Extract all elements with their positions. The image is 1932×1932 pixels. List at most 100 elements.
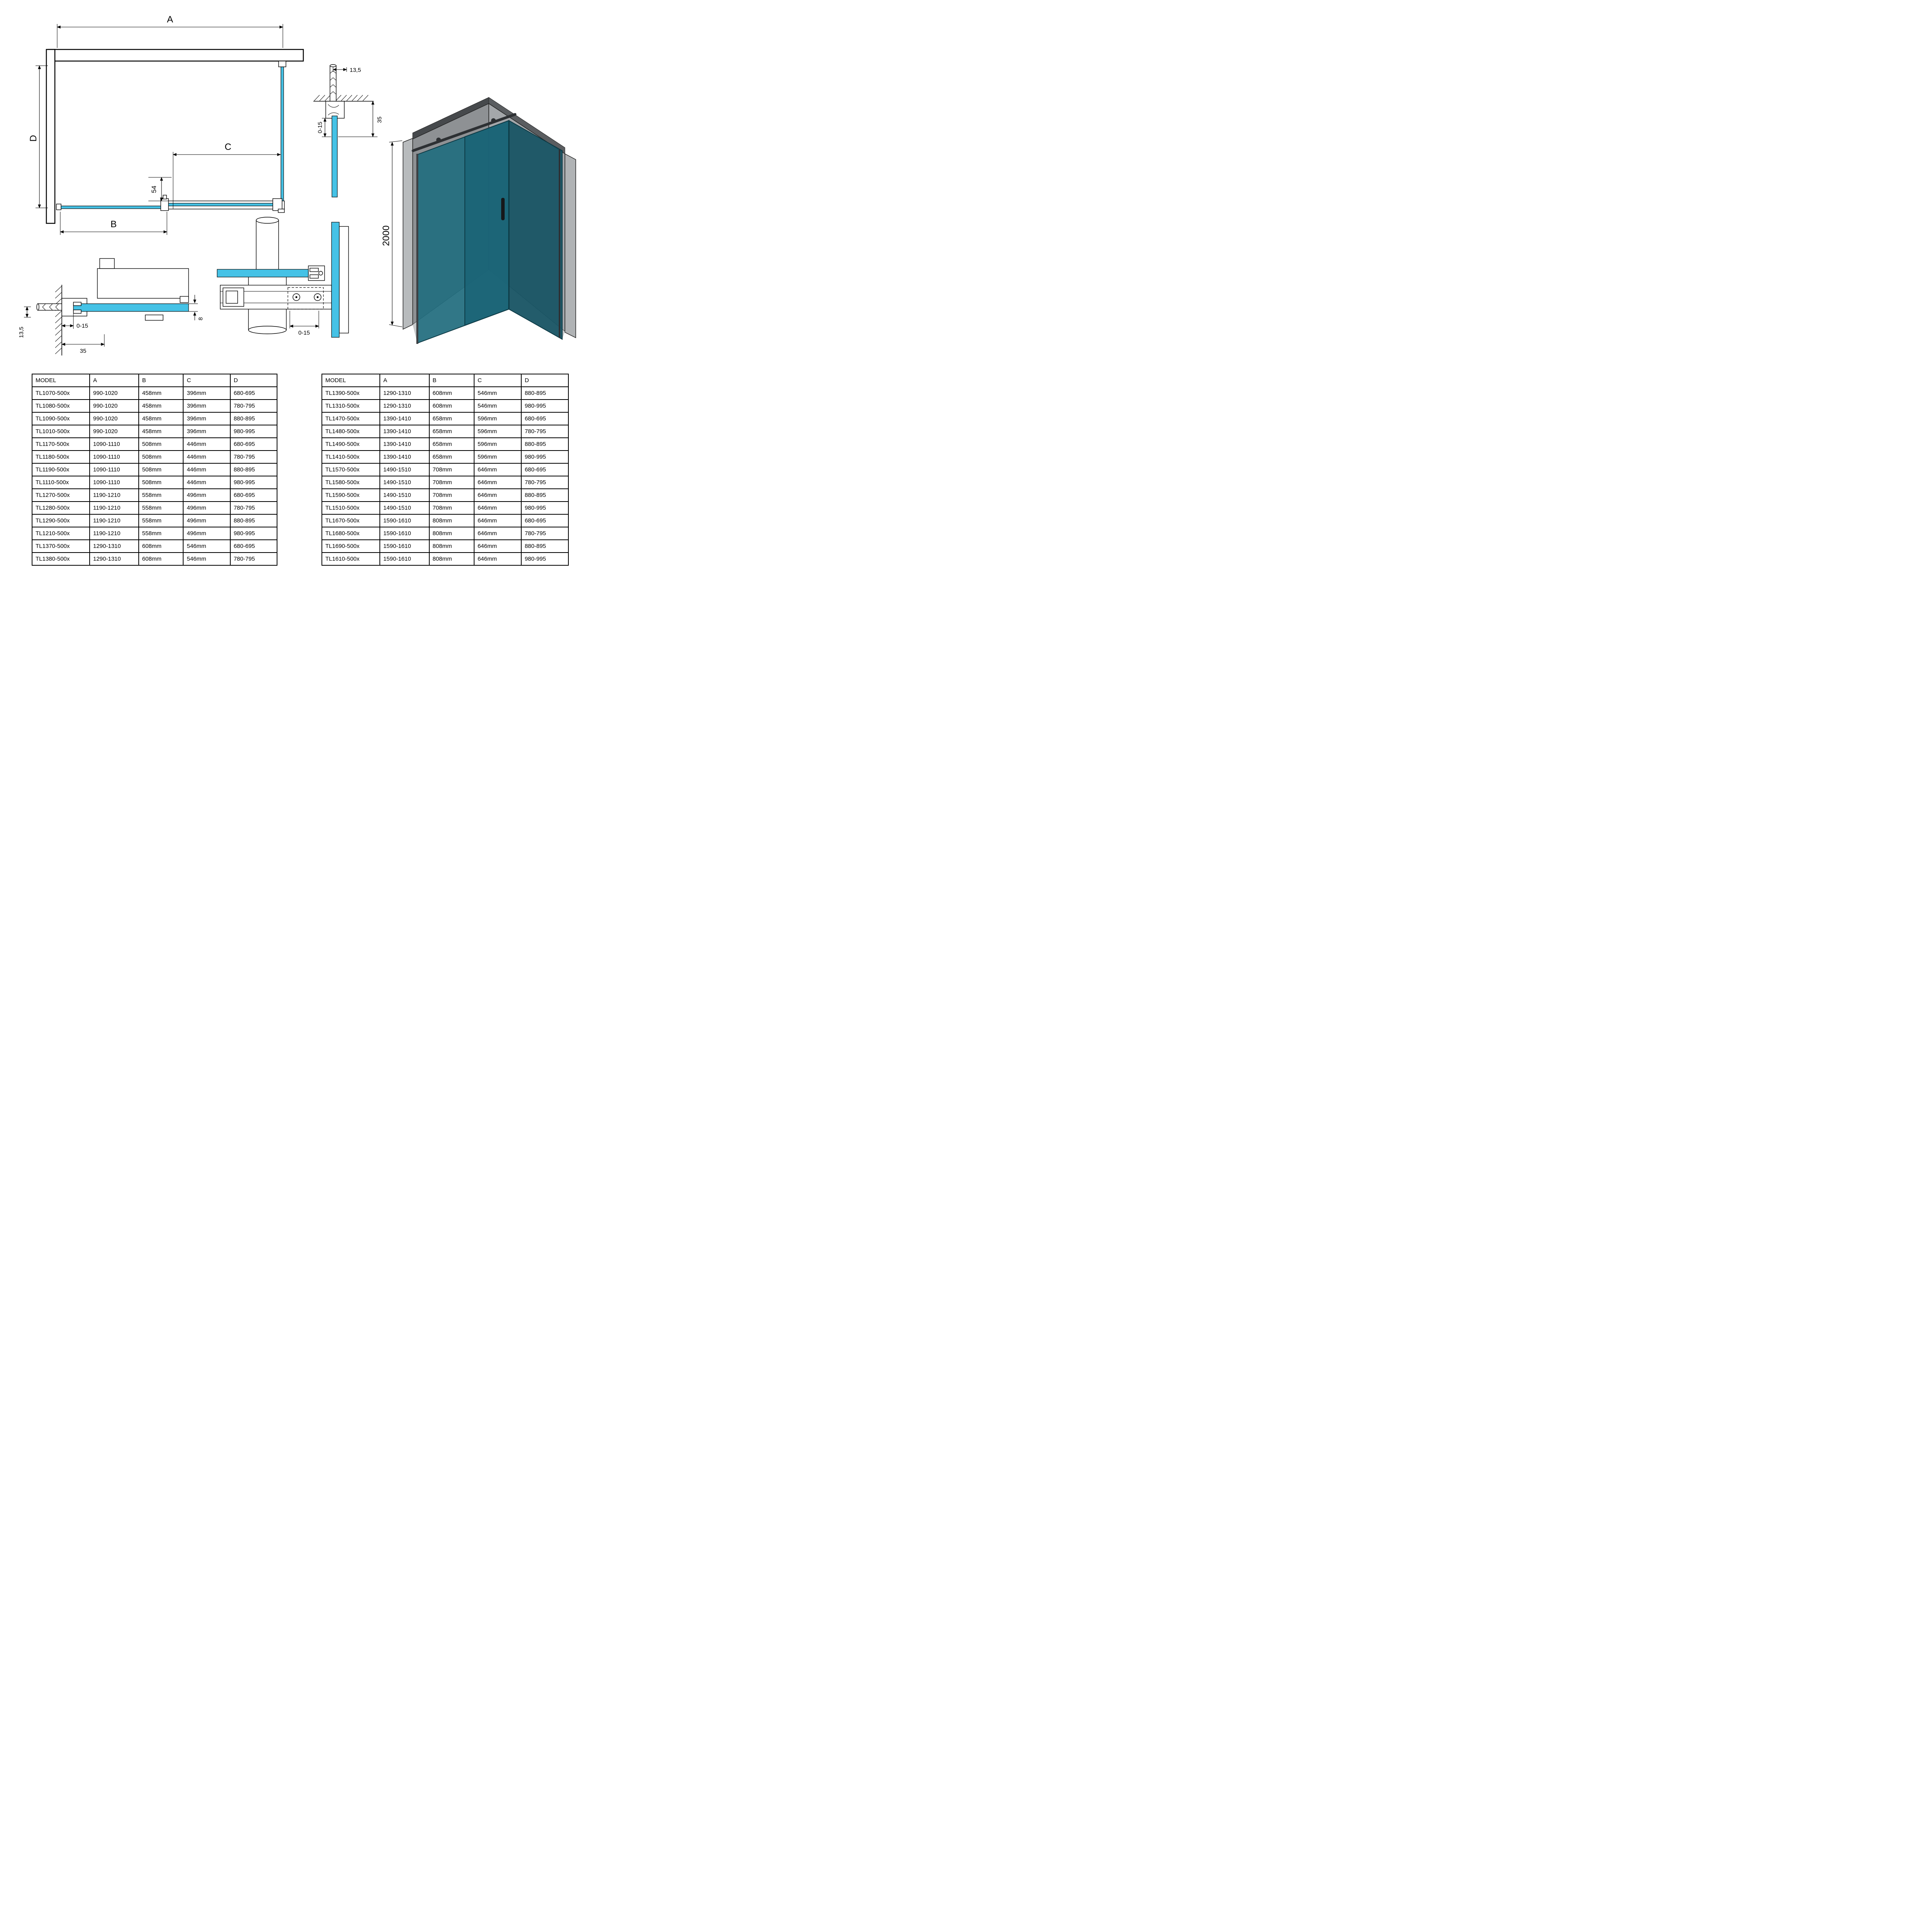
table-cell: 1090-1110 <box>89 437 139 451</box>
table-cell: TL1180-500x <box>32 450 90 464</box>
dim-2000-label: 2000 <box>381 225 391 246</box>
column-header: MODEL <box>321 374 380 387</box>
table-cell: TL1510-500x <box>321 501 380 515</box>
column-header: D <box>520 374 569 387</box>
wall-plug <box>330 64 337 102</box>
table-cell: 880-895 <box>520 386 569 400</box>
table-cell: 1290-1310 <box>89 552 139 566</box>
table-cell: 1090-1110 <box>89 463 139 476</box>
table-cell: 1190-1210 <box>89 501 139 515</box>
table-cell: 680-695 <box>520 514 569 527</box>
glass-holder-bracket <box>97 258 189 321</box>
table-cell: 658mm <box>429 412 474 425</box>
table-cell: 708mm <box>429 476 474 489</box>
table-cell: 780-795 <box>230 399 278 413</box>
table-cell: TL1110-500x <box>32 476 90 489</box>
table-cell: 396mm <box>183 386 231 400</box>
table-cell: 1290-1310 <box>379 399 430 413</box>
side-glass-panel <box>509 120 563 340</box>
top-rail <box>412 113 517 152</box>
table-cell: 396mm <box>183 425 231 438</box>
table-cell: TL1610-500x <box>321 552 380 566</box>
table-cell: 1090-1110 <box>89 450 139 464</box>
table-cell: TL1680-500x <box>321 527 380 540</box>
table-cell: 980-995 <box>520 450 569 464</box>
table-cell: 596mm <box>473 425 522 438</box>
table-cell: TL1190-500x <box>32 463 90 476</box>
table-cell: TL1570-500x <box>321 463 380 476</box>
table-cell: TL1490-500x <box>321 437 380 451</box>
table-cell: 558mm <box>138 527 184 540</box>
table-cell: TL1170-500x <box>32 437 90 451</box>
dim-a-label: A <box>167 14 173 25</box>
dimension-0-15: 0-15 <box>289 311 319 336</box>
isometric-view-drawing: 2000 <box>381 97 576 344</box>
table-cell: 1490-1510 <box>379 488 430 502</box>
table-cell: 608mm <box>138 552 184 566</box>
table-cell: 680-695 <box>230 539 278 553</box>
dim-d-label: D <box>28 135 39 141</box>
column-header: MODEL <box>32 374 90 387</box>
dimension-8: 8 <box>189 295 204 320</box>
table-cell: 808mm <box>429 514 474 527</box>
table-cell: 558mm <box>138 514 184 527</box>
table-cell: 458mm <box>138 412 184 425</box>
table-cell: 780-795 <box>230 450 278 464</box>
dimension-d: D <box>28 65 48 208</box>
table-cell: 990-1020 <box>89 399 139 413</box>
table-cell: 646mm <box>473 488 522 502</box>
table-cell: 596mm <box>473 412 522 425</box>
dim-0-15-label: 0-15 <box>77 323 88 329</box>
table-cell: TL1410-500x <box>321 450 380 464</box>
table-cell: 546mm <box>473 399 522 413</box>
dim-b-label: B <box>111 219 117 230</box>
table-cell: 646mm <box>473 514 522 527</box>
table-cell: TL1390-500x <box>321 386 380 400</box>
table-cell: 396mm <box>183 399 231 413</box>
dimension-a: A <box>57 14 283 48</box>
column-header: A <box>379 374 430 387</box>
table-cell: 880-895 <box>230 412 278 425</box>
table-cell: 558mm <box>138 488 184 502</box>
table-cell: 808mm <box>429 539 474 553</box>
table-cell: 780-795 <box>520 425 569 438</box>
table-cell: 808mm <box>429 527 474 540</box>
table-cell: 1590-1610 <box>379 552 430 566</box>
plan-view-drawing: A D C 54 B <box>28 14 304 235</box>
table-cell: 558mm <box>138 501 184 515</box>
table-cell: 496mm <box>183 488 231 502</box>
table-cell: 646mm <box>473 539 522 553</box>
table-cell: 508mm <box>138 476 184 489</box>
table-cell: 1290-1310 <box>89 539 139 553</box>
table-cell: 508mm <box>138 437 184 451</box>
table-cell: 808mm <box>429 552 474 566</box>
table-cell: TL1280-500x <box>32 501 90 515</box>
rail-assembly <box>220 285 332 310</box>
table-cell: 980-995 <box>520 501 569 515</box>
roller-mechanism-detail-drawing: 0-15 <box>217 217 349 338</box>
table-cell: 990-1020 <box>89 386 139 400</box>
table-cell: 508mm <box>138 463 184 476</box>
column-header: B <box>138 374 184 387</box>
table-cell: 646mm <box>473 463 522 476</box>
dimension-35: 35 <box>61 334 105 354</box>
dimension-13-5: 13,5 <box>333 67 361 73</box>
table-cell: 1390-1410 <box>379 425 430 438</box>
table-cell: 708mm <box>429 501 474 515</box>
roller <box>491 118 496 123</box>
